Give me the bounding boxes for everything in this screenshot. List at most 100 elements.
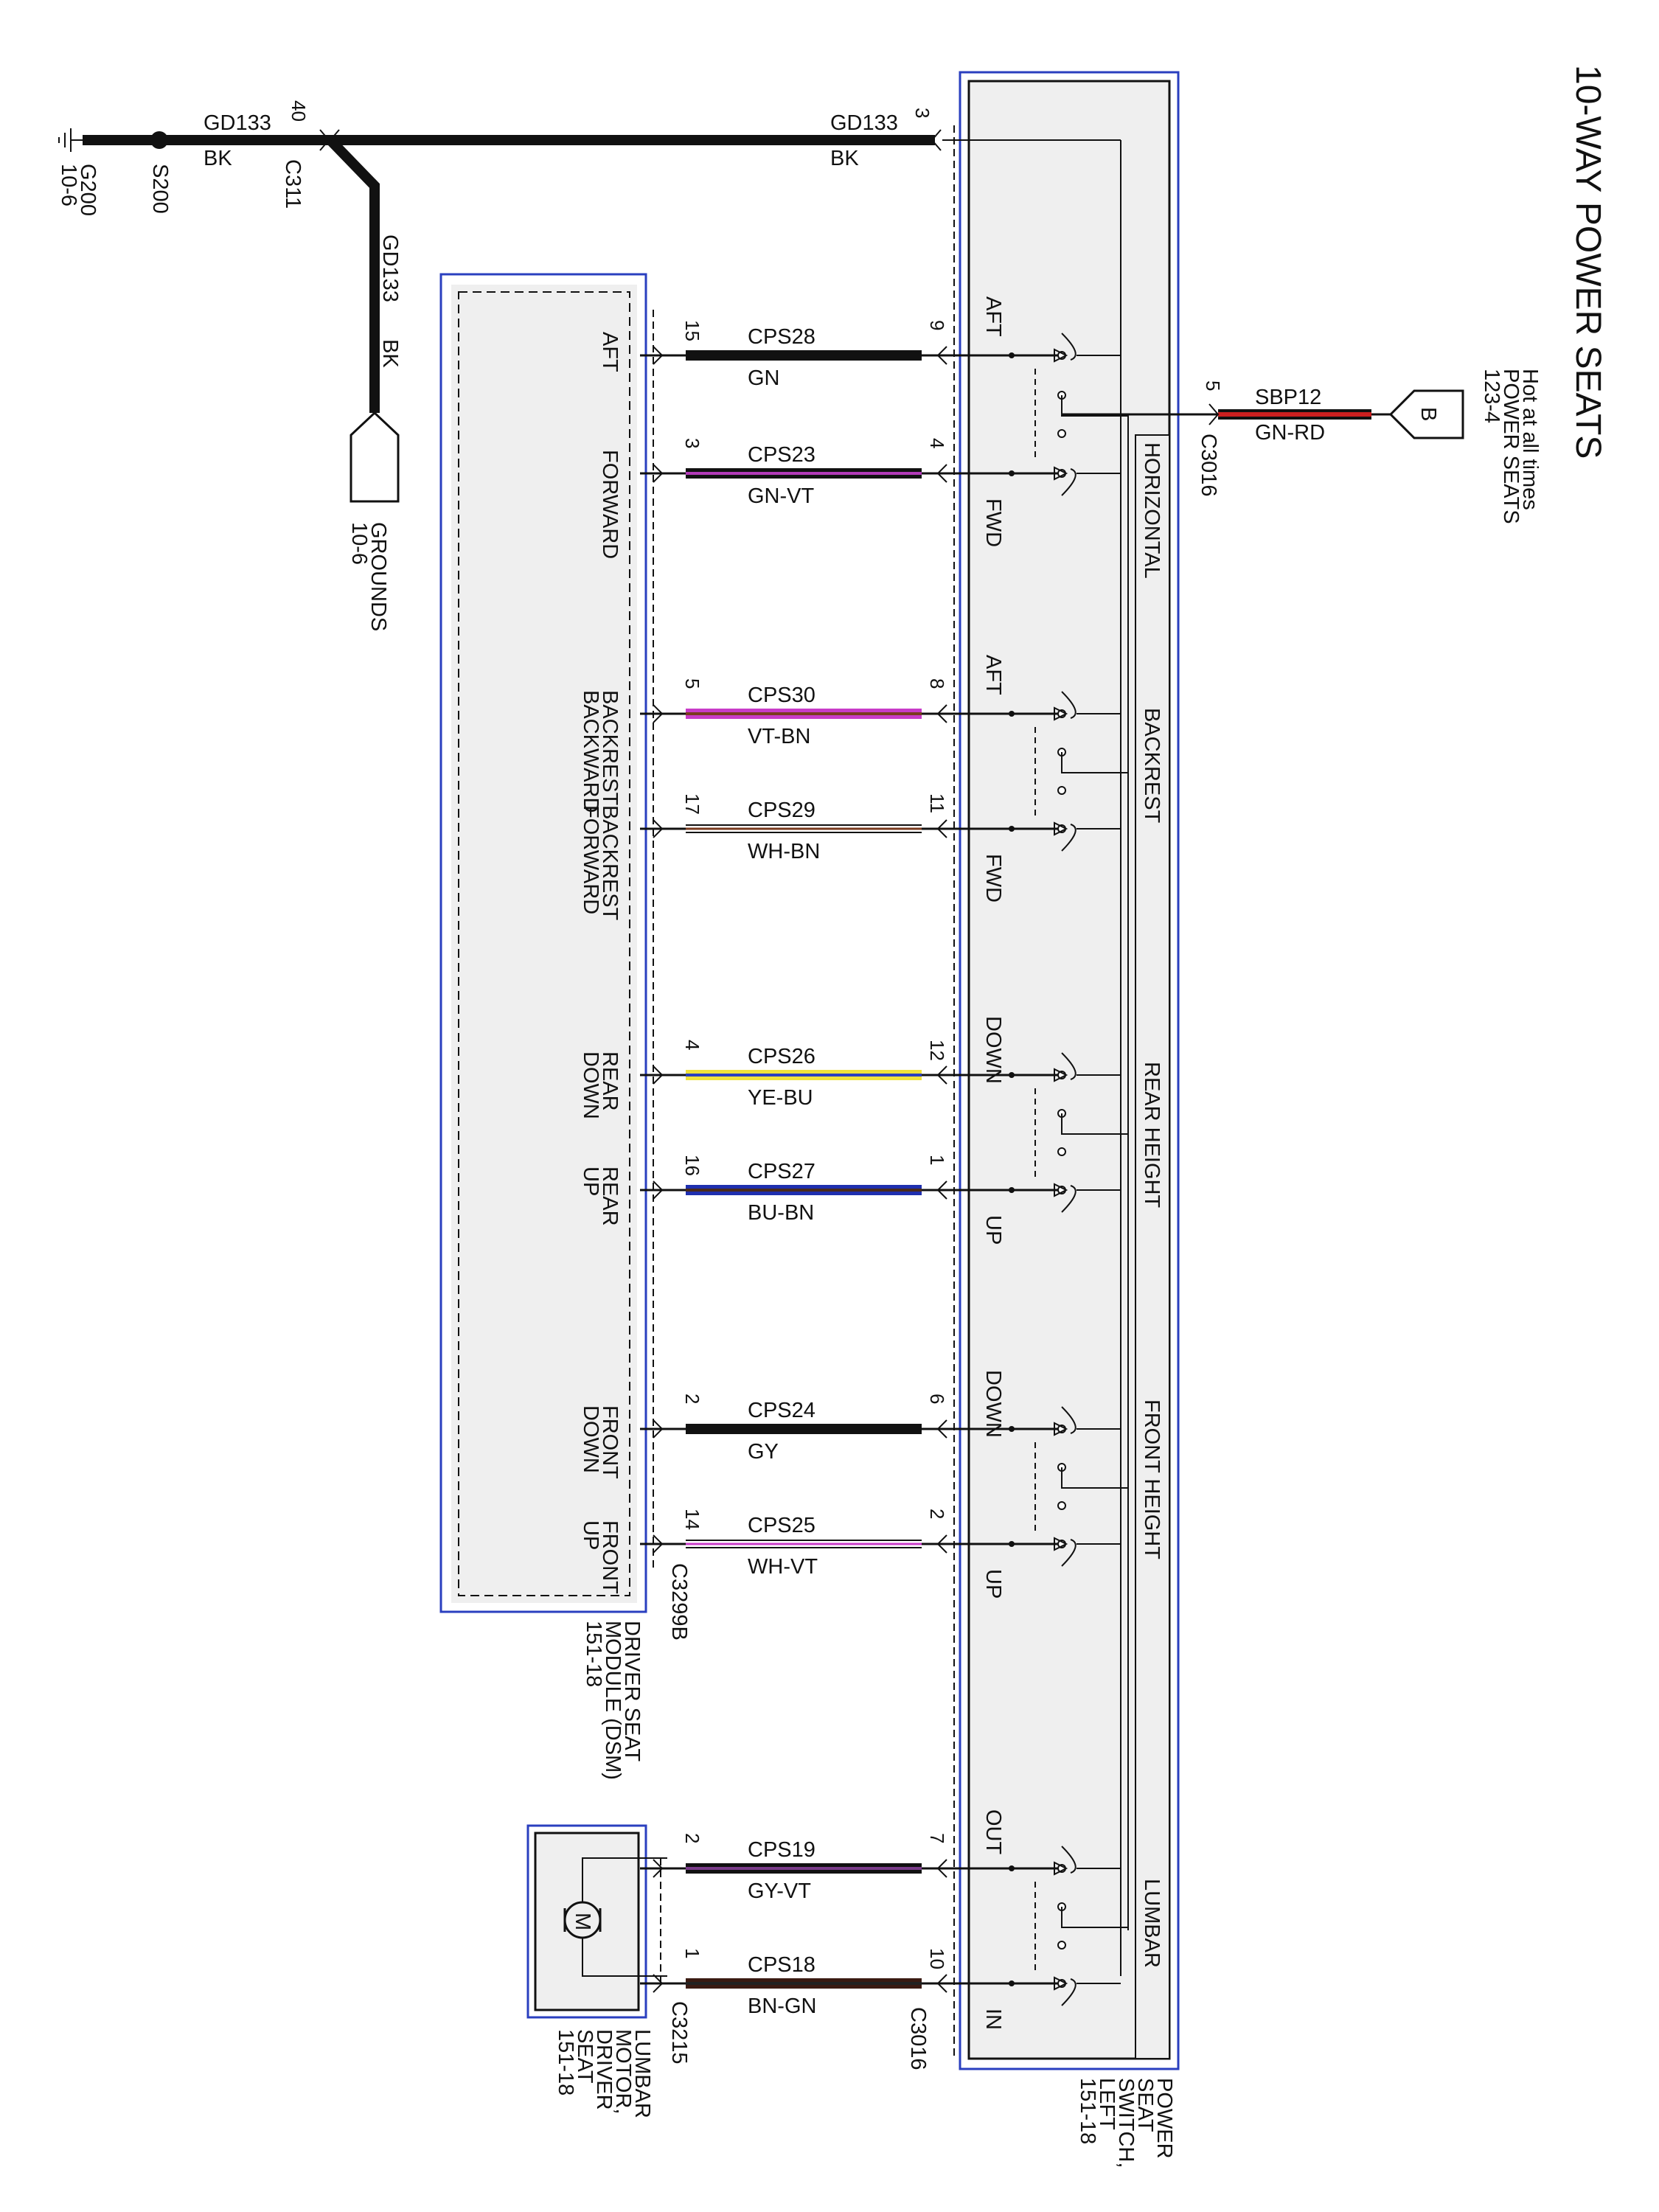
connector-chevron-left	[653, 1859, 664, 1878]
switch-connector-label: C3016	[906, 2007, 930, 2070]
switch-section-lumbar: OUT IN	[981, 1809, 1128, 2030]
motor-name-line2: MOTOR,	[611, 2029, 635, 2114]
contact-dot	[1009, 1187, 1015, 1193]
switch-name-line2: SEAT	[1133, 2078, 1157, 2132]
contact-blade	[1061, 1406, 1077, 1434]
dsm-input-line1: FRONT	[598, 1520, 622, 1594]
connector-chevron-left	[653, 464, 664, 483]
wire-color-label: WH-VT	[748, 1555, 818, 1579]
wire-left-pin: 17	[681, 793, 703, 815]
wire-color-label: BU-BN	[748, 1201, 814, 1225]
common-feed	[1061, 395, 1128, 417]
dsm-inner-dashed	[458, 291, 630, 1596]
wire-right-pin: 2	[926, 1509, 948, 1519]
wire-left-pin: 15	[681, 320, 703, 341]
ground-c311-label: C311	[281, 159, 305, 209]
dsm-input-line1: REAR	[598, 1166, 622, 1226]
connector-chevron-right	[936, 1065, 947, 1085]
contact-dot	[1009, 711, 1015, 717]
wire-left-pin: 5	[681, 678, 703, 689]
contact-dot	[1009, 352, 1015, 358]
contact-dot	[1009, 1426, 1015, 1432]
direction-label-down: IN	[981, 2008, 1005, 2030]
power-connector-letter: B	[1416, 407, 1440, 421]
dsm-input-line2: BACKWARD	[579, 690, 602, 813]
dsm-input-line1: REAR	[598, 1051, 622, 1111]
connector-chevron-right	[936, 819, 947, 838]
motor-name-line3: DRIVER	[592, 2029, 616, 2110]
wire-circuit-label: CPS30	[748, 684, 815, 707]
section-label-backrest: BACKREST	[1140, 708, 1164, 824]
power-note-line2: POWER SEATS	[1499, 369, 1523, 524]
dsm-input-line2: DOWN	[579, 1405, 602, 1473]
motor-page-ref: 151-18	[554, 2029, 577, 2096]
dsm-outline	[439, 273, 647, 1613]
connector-chevron-right	[936, 464, 947, 483]
ground-color-right: BK	[830, 147, 859, 170]
switch-section-labels: HORIZONTAL BACKREST REAR HEIGHT FRONT HE…	[1140, 442, 1164, 1968]
common-contact	[1057, 786, 1066, 795]
wire-left-pin: 2	[681, 1394, 703, 1404]
dsm-page-ref: 151-18	[582, 1621, 605, 1687]
switch-section-front-height: DOWN UP	[981, 1370, 1128, 1599]
section-label-front-height: FRONT HEIGHT	[1140, 1399, 1164, 1559]
wire-color-label: GN-VT	[748, 484, 815, 508]
direction-label-down: FWD	[981, 498, 1005, 547]
dsm-name-line1: DRIVER SEAT	[620, 1621, 644, 1762]
ground-g200: G200	[76, 164, 100, 216]
contact-blade	[1061, 333, 1077, 361]
wire-circuit-label: CPS27	[748, 1160, 815, 1183]
contact-blade	[1061, 1052, 1077, 1080]
wire-circuit-label: CPS23	[748, 443, 815, 467]
contact-dot	[1009, 1541, 1015, 1547]
common-feed	[1061, 1467, 1128, 1489]
wire-right-pin: 7	[926, 1833, 948, 1843]
wire-circuit-label: CPS25	[748, 1514, 815, 1537]
common-contact	[1057, 1501, 1066, 1510]
connector-chevron-right	[936, 1534, 947, 1554]
wire-color-label: GY	[748, 1440, 779, 1464]
direction-label-up: AFT	[981, 655, 1005, 695]
dsm-input-2: FORWARD	[598, 450, 622, 559]
contact-arrow	[1054, 1537, 1068, 1551]
dsm-input-line2: FORWARD	[579, 805, 602, 914]
direction-label-up: DOWN	[981, 1370, 1005, 1438]
ground-c311-pin: 40	[288, 100, 310, 122]
wire-circuit-label: CPS26	[748, 1045, 815, 1068]
direction-label-up: OUT	[981, 1809, 1005, 1855]
wire-right-pin: 1	[926, 1155, 948, 1165]
power-seat-switch-name: POWER SEAT SWITCH, LEFT 151-18 C3016	[906, 2007, 1176, 2168]
contact-arrow	[1054, 1976, 1068, 1991]
motor-name-line4: SEAT	[573, 2029, 597, 2084]
section-label-rear-height: REAR HEIGHT	[1140, 1062, 1164, 1208]
dsm-input-line2: UP	[579, 1166, 602, 1196]
power-connector: C3016	[1197, 434, 1220, 496]
contact-arrow	[1054, 1861, 1068, 1876]
wire-left-pin: 2	[681, 1833, 703, 1843]
contact-arrow	[1054, 348, 1068, 363]
motor-name-line1: LUMBAR	[630, 2029, 654, 2118]
connector-chevron-left	[653, 1419, 664, 1439]
contact-dot	[1009, 826, 1015, 832]
power-seat-switch-bar	[1135, 434, 1170, 2059]
direction-label-down: UP	[981, 1569, 1005, 1599]
lumbar-motor-name: LUMBAR MOTOR, DRIVER SEAT 151-18 C3215	[554, 2001, 691, 2118]
ground-splice-label: S200	[148, 164, 172, 214]
wire-left-pin: 3	[681, 438, 703, 448]
dsm-name-line2: MODULE (DSM)	[601, 1621, 625, 1780]
power-note-line1: Hot at all times	[1518, 369, 1542, 510]
power-source-arrow	[1388, 389, 1464, 439]
wire-right-pin: 9	[926, 320, 948, 330]
wire-right-pin: 12	[926, 1040, 948, 1061]
